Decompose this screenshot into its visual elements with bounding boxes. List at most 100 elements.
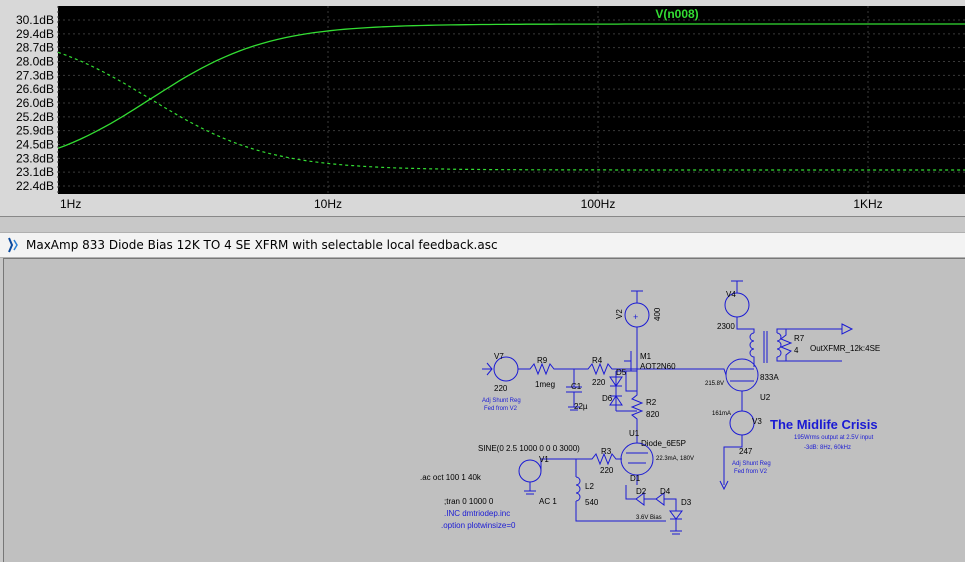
v3-value: 247 <box>739 447 753 456</box>
design-subtitle-2: -3dB: 8Hz, 60kHz <box>804 445 851 451</box>
horizontal-gridlines <box>58 19 965 187</box>
y-tick-label: 25.9dB <box>16 124 54 138</box>
u1-label: U1 <box>629 429 640 438</box>
bode-plot[interactable]: 30.1dB29.4dB28.7dB28.0dB27.3dB26.6dB26.0… <box>0 0 965 216</box>
transformer-primary-symbol[interactable] <box>749 332 755 367</box>
y-tick-label: 22.4dB <box>16 179 54 193</box>
c1-capacitor-symbol[interactable] <box>566 369 582 407</box>
diode-bias-note: 3.6V Bias <box>636 515 662 521</box>
u2-label: U2 <box>760 393 771 402</box>
magnitude-trace <box>57 23 965 149</box>
r7-value: 4 <box>794 346 799 355</box>
x-tick-label: 1KHz <box>853 197 882 211</box>
r9-value: 1meg <box>535 380 555 389</box>
r7-label: R7 <box>794 334 805 343</box>
l2-value: 540 <box>585 498 599 507</box>
v3-note: 161mA <box>712 411 731 417</box>
design-title: The Midlife Crisis <box>770 417 878 432</box>
r9-resistor-symbol[interactable] <box>518 362 574 376</box>
r7-resistor-symbol[interactable] <box>779 329 793 361</box>
c1-value: 22µ <box>574 402 588 411</box>
r3-value: 220 <box>600 466 614 475</box>
u2-value: 833A <box>760 373 779 382</box>
d6-diode-symbol[interactable] <box>609 395 623 406</box>
v3-source-symbol[interactable] <box>729 410 755 436</box>
schematic-drawing[interactable]: + <box>4 259 965 562</box>
v3-label: V3 <box>752 417 762 426</box>
v2-label: V2 <box>615 309 624 319</box>
d6-label: D6 <box>602 394 613 403</box>
plot-area[interactable] <box>58 6 965 194</box>
vertical-gridlines <box>57 6 869 194</box>
l2-label: L2 <box>585 482 594 491</box>
r2-label: R2 <box>646 398 657 407</box>
ac-directive[interactable]: .ac oct 100 1 40k <box>420 473 482 482</box>
r3-label: R3 <box>601 447 612 456</box>
v7-label: V7 <box>494 352 504 361</box>
y-tick-label: 26.6dB <box>16 82 54 96</box>
d3-label: D3 <box>681 498 692 507</box>
include-directive[interactable]: .INC dmtriodep.inc <box>444 509 510 518</box>
output-label: OutXFMR_12k:4SE <box>810 344 880 353</box>
y-tick-label: 25.2dB <box>16 110 54 124</box>
v1-source-symbol[interactable] <box>518 459 542 483</box>
d2-diode-symbol[interactable] <box>625 485 645 506</box>
y-tick-label: 23.1dB <box>16 165 54 179</box>
d4-label: D4 <box>660 487 671 496</box>
v2-value: 400 <box>653 307 662 321</box>
d4-diode-symbol[interactable] <box>644 492 677 511</box>
r9-label: R9 <box>537 356 548 365</box>
y-tick-label: 30.1dB <box>16 13 54 27</box>
y-tick-label: 28.7dB <box>16 41 54 55</box>
y-tick-label: 28.0dB <box>16 55 54 69</box>
y-tick-label: 24.5dB <box>16 138 54 152</box>
v3-note-2: Fed from V2 <box>734 469 768 475</box>
y-tick-label: 26.0dB <box>16 96 54 110</box>
tran-directive[interactable]: ;tran 0 1000 0 <box>444 497 494 506</box>
y-axis-ticks: 30.1dB29.4dB28.7dB28.0dB27.3dB26.6dB26.0… <box>16 13 54 193</box>
ltspice-icon <box>8 237 18 253</box>
y-tick-label: 27.3dB <box>16 68 54 82</box>
u2-note: 215.8V <box>705 381 724 387</box>
transformer-secondary-symbol[interactable] <box>776 332 782 358</box>
r2-value: 820 <box>646 410 660 419</box>
v3-note-1: Adj Shunt Reg <box>732 461 771 467</box>
y-tick-label: 29.4dB <box>16 27 54 41</box>
v4-value: 2300 <box>717 322 735 331</box>
v1-value: AC 1 <box>539 497 557 506</box>
phase-trace <box>57 51 965 171</box>
u1-value: Diode_6E5P <box>641 439 686 448</box>
r2-resistor-symbol[interactable] <box>630 389 644 431</box>
d5-label: D5 <box>616 368 627 377</box>
r4-label: R4 <box>592 356 603 365</box>
r3-resistor-symbol[interactable] <box>576 452 622 466</box>
y-tick-label: 23.8dB <box>16 151 54 165</box>
d3-diode-symbol[interactable] <box>669 510 683 520</box>
schematic-titlebar[interactable]: MaxAmp 833 Diode Bias 12K TO 4 SE XFRM w… <box>0 232 965 258</box>
v1-label: V1 <box>539 455 549 464</box>
d5-diode-symbol[interactable] <box>609 376 623 387</box>
svg-text:+: + <box>633 312 638 322</box>
m1-label: M1 <box>640 352 652 361</box>
v7-note-2: Fed from V2 <box>484 406 518 412</box>
r4-resistor-symbol[interactable] <box>574 362 637 376</box>
x-tick-label: 10Hz <box>314 197 342 211</box>
m1-mosfet-symbol[interactable] <box>624 343 638 371</box>
design-subtitle-1: 195Wrms output at 2.5V input <box>794 435 874 441</box>
u2-tube-symbol[interactable] <box>725 358 759 392</box>
x-tick-label: 100Hz <box>581 197 616 211</box>
d2-label: D2 <box>636 487 647 496</box>
l2-inductor-symbol[interactable] <box>575 459 666 522</box>
d1-label: D1 <box>630 474 641 483</box>
v4-label: V4 <box>726 290 736 299</box>
r4-value: 220 <box>592 378 606 387</box>
output-port-symbol[interactable] <box>841 323 854 335</box>
c1-label: C1 <box>571 382 582 391</box>
schematic-canvas[interactable]: + <box>3 258 965 562</box>
u1-note: 22.3mA, 180V <box>656 456 694 462</box>
trace-label[interactable]: V(n008) <box>655 7 698 21</box>
option-directive[interactable]: .option plotwinsize=0 <box>441 521 516 530</box>
schematic-window-title: MaxAmp 833 Diode Bias 12K TO 4 SE XFRM w… <box>26 238 498 252</box>
